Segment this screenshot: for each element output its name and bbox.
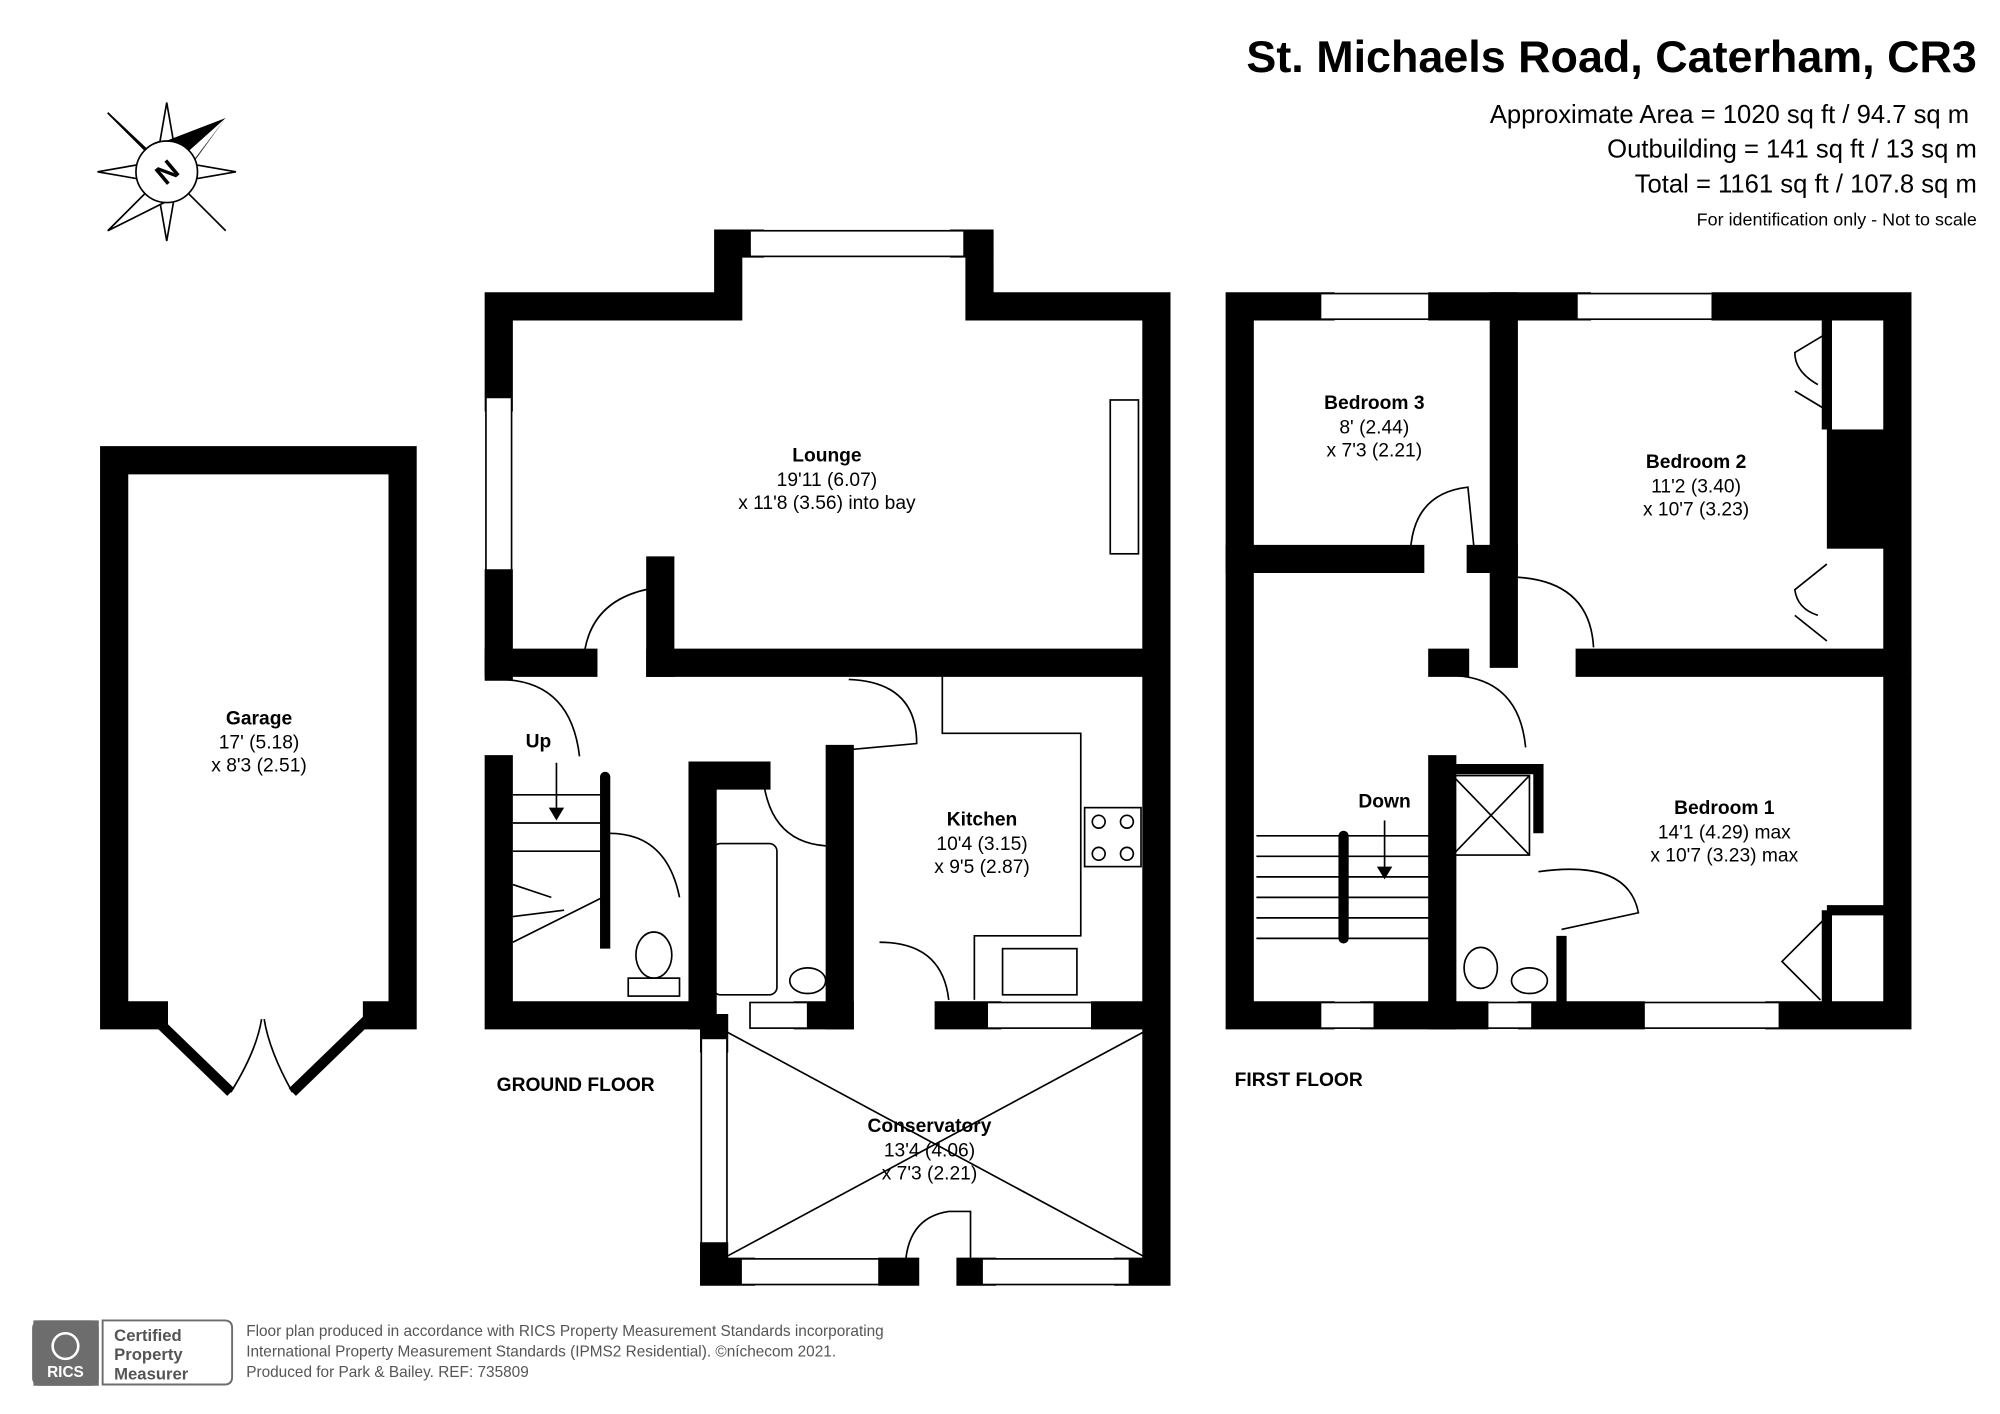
bedroom1-dim2: x 10'7 (3.23) max (1650, 845, 1798, 866)
conservatory-dim2: x 7'3 (2.21) (882, 1163, 978, 1184)
conservatory-dim1: 13'4 (4.06) (884, 1140, 975, 1161)
lounge-name: Lounge (792, 446, 862, 467)
disclaimer: For identification only - Not to scale (1697, 210, 1977, 230)
bedroom3-name: Bedroom 3 (1324, 393, 1424, 414)
area-total: Total = 1161 sq ft / 107.8 sq m (1635, 170, 1977, 198)
area-outbuilding: Outbuilding = 141 sq ft / 13 sq m (1607, 136, 1977, 164)
compass-icon: N (97, 102, 237, 242)
footer-line: Floor plan produced in accordance with R… (246, 1323, 884, 1340)
garage-dim2: x 8'3 (2.51) (211, 756, 307, 777)
rics-label: RICS (47, 1364, 84, 1381)
stairs (512, 762, 611, 949)
bedroom3-dim1: 8' (2.44) (1339, 417, 1409, 438)
bedroom1-name: Bedroom 1 (1674, 798, 1775, 819)
bedroom2-name: Bedroom 2 (1646, 452, 1746, 473)
first-floor-label: FIRST FLOOR (1235, 1070, 1363, 1091)
garage-name: Garage (226, 708, 293, 729)
kitchen-dim1: 10'4 (3.15) (936, 834, 1027, 855)
stairs (1256, 820, 1436, 944)
rics-lion-icon (51, 1331, 80, 1361)
area-approx: Approximate Area = 1020 sq ft / 94.7 sq … (1490, 101, 1969, 129)
badge-line: Measurer (114, 1364, 189, 1383)
kitchen-dim2: x 9'5 (2.87) (934, 857, 1030, 878)
property-title: St. Michaels Road, Caterham, CR3 (1246, 31, 1976, 82)
conservatory-name: Conservatory (868, 1116, 992, 1137)
stairs-up-label: Up (526, 731, 552, 752)
kitchen-name: Kitchen (947, 810, 1017, 831)
bedroom2-dim2: x 10'7 (3.23) (1643, 499, 1749, 520)
badge-line: Property (114, 1345, 183, 1364)
garage-plan (100, 446, 417, 1096)
bedroom3-dim2: x 7'3 (2.21) (1327, 440, 1423, 461)
badge-line: Certified (114, 1326, 182, 1345)
ground-floor-plan (484, 229, 1171, 1286)
fireplace (1109, 399, 1140, 555)
ground-floor-label: GROUND FLOOR (497, 1075, 655, 1096)
rics-badge: RICS Certified Property Measurer (32, 1319, 234, 1386)
garage-dim1: 17' (5.18) (219, 733, 300, 754)
footer-line: Produced for Park & Bailey. REF: 735809 (246, 1364, 529, 1381)
first-floor-plan (1225, 292, 1912, 1030)
bedroom1-dim1: 14'1 (4.29) max (1658, 822, 1791, 843)
footer-line: International Property Measurement Stand… (246, 1343, 836, 1360)
lounge-dim2: x 11'8 (3.56) into bay (738, 493, 916, 514)
bedroom2-dim1: 11'2 (3.40) (1651, 476, 1741, 497)
lounge-dim1: 19'11 (6.07) (777, 470, 878, 491)
stairs-down-label: Down (1358, 792, 1410, 813)
